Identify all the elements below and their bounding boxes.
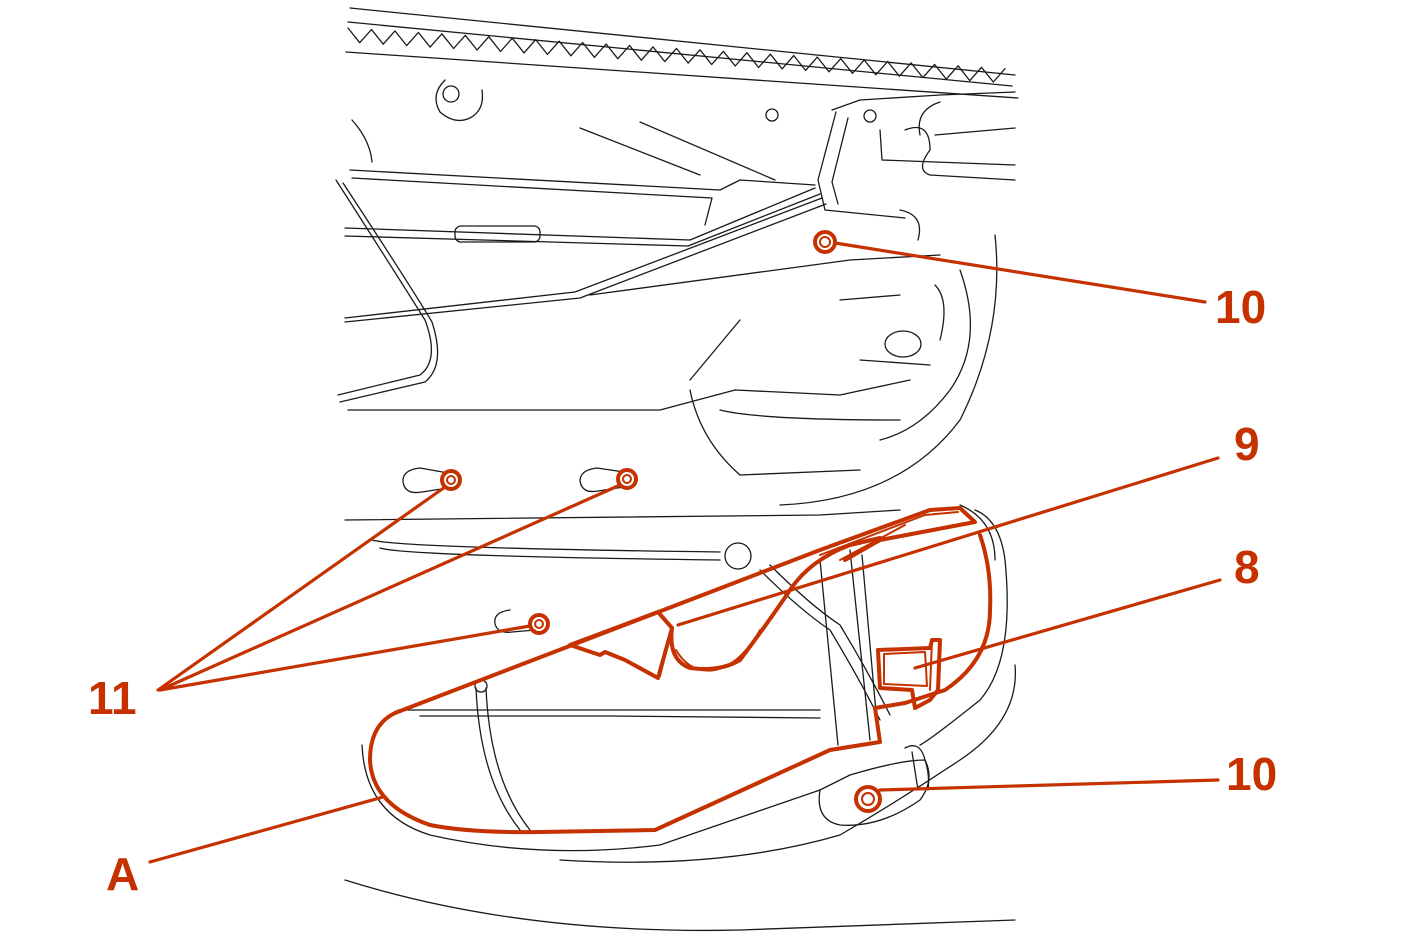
screw-10-bottom xyxy=(854,785,882,813)
clip-11-b xyxy=(616,468,638,490)
cable-9 xyxy=(568,536,882,680)
callout-8: 8 xyxy=(1234,541,1260,593)
door-inner-frame xyxy=(335,7,1019,506)
connector-8 xyxy=(876,638,942,710)
door-lower-panel xyxy=(344,467,1017,932)
callout-11: 11 xyxy=(88,672,137,724)
leader-8 xyxy=(913,578,1222,670)
callout-9: 9 xyxy=(1234,418,1260,470)
leader-A xyxy=(148,795,385,864)
leader-10-bottom xyxy=(878,778,1220,792)
leader-11-b xyxy=(158,483,622,692)
leader-10-top xyxy=(833,241,1207,304)
callout-A: A xyxy=(106,848,139,900)
leader-11-a xyxy=(156,485,447,692)
leader-9 xyxy=(676,456,1220,627)
clip-11-a xyxy=(440,469,462,491)
screw-10-top xyxy=(813,230,837,254)
callout-10-bottom: 10 xyxy=(1226,748,1277,800)
leader-11-c xyxy=(158,624,532,692)
callout-10-top: 10 xyxy=(1215,281,1266,333)
clip-11-c xyxy=(528,613,550,635)
